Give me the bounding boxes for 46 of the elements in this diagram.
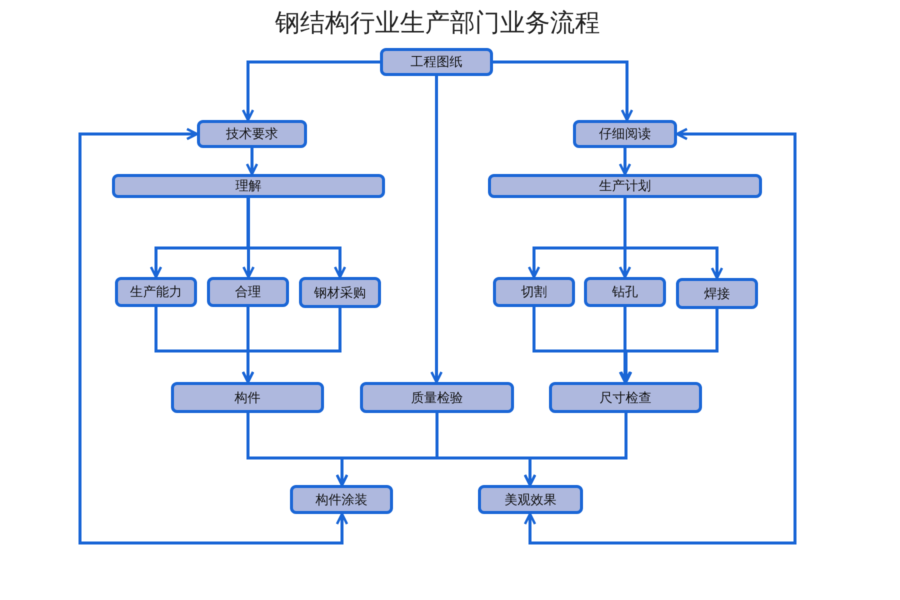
process-box <box>290 485 393 514</box>
arrow <box>618 307 632 384</box>
box-label: 生产计划 <box>599 178 651 195</box>
arrow <box>618 148 632 176</box>
arrow <box>242 198 255 278</box>
process-box <box>493 277 575 307</box>
box-label: 尺寸检查 <box>600 390 652 406</box>
arrow <box>524 128 796 544</box>
box-label: 生产能力 <box>130 284 182 301</box>
process-box <box>112 174 385 198</box>
process-box <box>549 382 702 413</box>
process-box <box>584 277 666 307</box>
box-label: 理解 <box>236 178 262 195</box>
box-label: 切割 <box>521 284 547 301</box>
arrow <box>620 309 718 384</box>
arrow <box>524 413 628 486</box>
box-label: 焊接 <box>704 286 730 302</box>
arrow <box>242 60 380 122</box>
box-label: 构件涂装 <box>316 492 368 508</box>
process-box <box>488 174 762 198</box>
box-label: 钢材采购 <box>314 284 366 302</box>
process-box <box>676 278 758 309</box>
process-box <box>171 382 324 413</box>
process-box <box>380 48 493 76</box>
box-label: 钻孔 <box>612 284 638 301</box>
box-label: 构件 <box>234 390 260 406</box>
arrow <box>430 76 443 384</box>
diagram-title: 钢结构行业生产部门业务流程 <box>274 7 601 39</box>
process-box <box>573 120 677 148</box>
arrow <box>242 308 342 384</box>
process-box <box>360 382 514 413</box>
arrow <box>493 60 634 122</box>
box-label: 合理 <box>235 284 261 301</box>
process-box <box>207 277 289 307</box>
process-box <box>197 120 307 148</box>
process-box <box>299 277 381 308</box>
box-label: 美观效果 <box>504 492 556 508</box>
process-box <box>115 277 197 307</box>
process-box <box>478 485 583 514</box>
box-label: 工程图纸 <box>410 54 462 71</box>
arrow <box>624 198 724 280</box>
box-label: 质量检验 <box>411 390 463 406</box>
box-label: 技术要求 <box>226 126 278 143</box>
box-label: 仔细阅读 <box>599 126 651 143</box>
arrow <box>78 128 348 544</box>
arrow <box>246 148 258 176</box>
